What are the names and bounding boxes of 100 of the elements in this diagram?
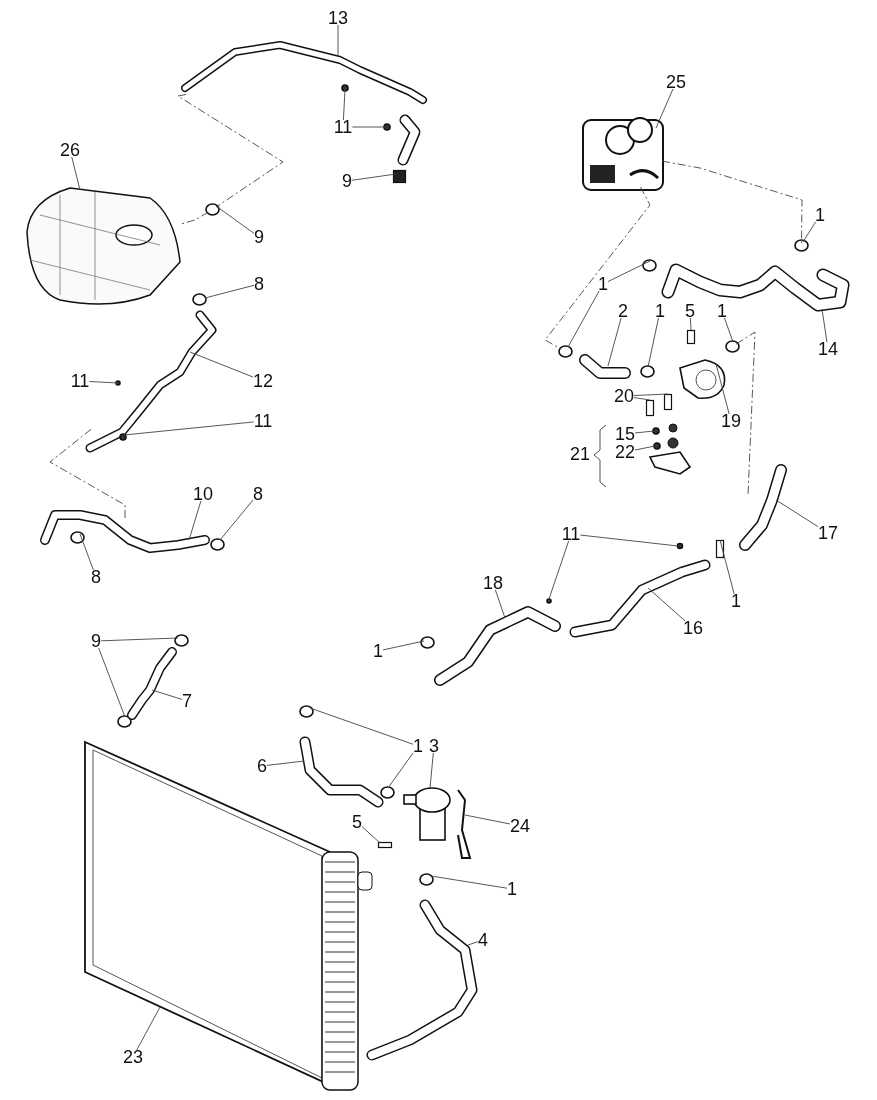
callout-number: 14: [817, 339, 839, 359]
leader-line: [633, 397, 651, 401]
leader-line: [429, 752, 434, 789]
leader-line: [634, 445, 656, 451]
hose-clamp-drawing: [794, 239, 809, 252]
callout-number: 1: [814, 205, 826, 225]
hose-clamp-drawing: [380, 786, 395, 799]
leader-line: [548, 540, 570, 600]
callout-number: 23: [122, 1047, 144, 1067]
callout-number: 2: [617, 301, 629, 321]
callout-number: 15: [614, 424, 636, 444]
callout-number: 26: [59, 140, 81, 160]
leader-line: [715, 363, 730, 415]
hose-drawing: [579, 354, 631, 379]
callout-number: 8: [253, 274, 265, 294]
expansion-tank-drawing: [26, 187, 181, 305]
bolt-drawing: [686, 329, 696, 345]
callout-number: 19: [720, 411, 742, 431]
leader-line: [655, 88, 674, 129]
leader-line: [467, 941, 479, 946]
nut-drawing: [676, 542, 684, 550]
leader-line: [361, 826, 381, 844]
valve-drawing: [582, 117, 664, 191]
callout-number: 6: [256, 756, 268, 776]
leader-line: [567, 290, 600, 348]
hose-drawing: [739, 464, 787, 551]
assembly-line: [544, 186, 651, 350]
callout-number: 1: [372, 641, 384, 661]
leader-line: [647, 587, 686, 622]
leader-line: [387, 752, 414, 789]
callout-number: 1: [730, 591, 742, 611]
leader-line: [337, 24, 339, 58]
leader-line: [607, 260, 651, 282]
leader-line: [689, 317, 692, 331]
callout-number: 1: [716, 301, 728, 321]
hose-clamp-drawing: [642, 259, 657, 272]
callout-number: 20: [613, 386, 635, 406]
leader-line: [98, 647, 126, 718]
leader-line: [579, 534, 679, 547]
nut-drawing: [546, 598, 552, 604]
leader-line: [100, 637, 179, 642]
cap-drawing: [392, 169, 407, 184]
leader-line: [802, 221, 817, 243]
leader-line: [189, 351, 254, 378]
assembly-line: [177, 94, 284, 208]
leader-line: [724, 317, 734, 343]
assembly-line: [49, 428, 126, 519]
assembly-line: [661, 160, 803, 244]
callout-number: 5: [351, 812, 363, 832]
hose-drawing: [366, 899, 478, 1061]
leader-line: [607, 317, 622, 367]
callout-number: 16: [682, 618, 704, 638]
nut-drawing: [383, 123, 391, 131]
hose-clamp-drawing: [419, 873, 434, 886]
callout-number: 1: [506, 879, 518, 899]
leader-line: [821, 308, 828, 343]
callout-number: 18: [482, 573, 504, 593]
callout-number: 13: [327, 8, 349, 28]
bracket-drawing: [457, 789, 472, 859]
leader-line: [342, 89, 346, 121]
thermostat-housing-drawing: [679, 359, 726, 400]
leader-line: [188, 500, 202, 541]
callout-number: 11: [332, 117, 354, 137]
leader-line: [266, 760, 305, 766]
hose-drawing: [569, 559, 711, 638]
hose-clamp-drawing: [299, 705, 314, 718]
hose-clamp-drawing: [558, 345, 573, 358]
leader-line: [219, 499, 254, 541]
bolt-drawing: [663, 393, 673, 411]
leader-line: [136, 1006, 161, 1051]
leader-line: [634, 430, 655, 434]
callout-number: 8: [90, 567, 102, 587]
leader-line: [494, 589, 506, 619]
callout-number: 5: [684, 301, 696, 321]
hose-clamp-drawing: [640, 365, 655, 378]
leader-line: [88, 381, 119, 384]
hose-drawing: [299, 736, 384, 808]
callout-number: 8: [252, 484, 264, 504]
nut-drawing: [653, 442, 661, 450]
bolt-drawing: [377, 841, 393, 849]
callout-number: 22: [614, 442, 636, 462]
callout-number: 24: [509, 816, 531, 836]
leader-line: [351, 126, 386, 128]
callout-number: 17: [817, 523, 839, 543]
leader-line: [647, 317, 659, 368]
leader-line: [79, 533, 94, 571]
hose-clamp-drawing: [715, 539, 725, 559]
nut-drawing: [652, 427, 660, 435]
leader-line: [464, 814, 511, 825]
leader-line: [382, 640, 425, 651]
hose-drawing: [434, 606, 561, 686]
callout-number: 4: [477, 930, 489, 950]
assembly-line: [735, 331, 756, 496]
radiator-drawing: [84, 740, 373, 1091]
leader-line: [775, 499, 819, 528]
leader-line: [151, 689, 183, 700]
callout-number: 9: [341, 171, 353, 191]
hose-clamp-drawing: [174, 634, 189, 647]
leader-line: [351, 173, 397, 181]
callout-number: 1: [412, 736, 424, 756]
